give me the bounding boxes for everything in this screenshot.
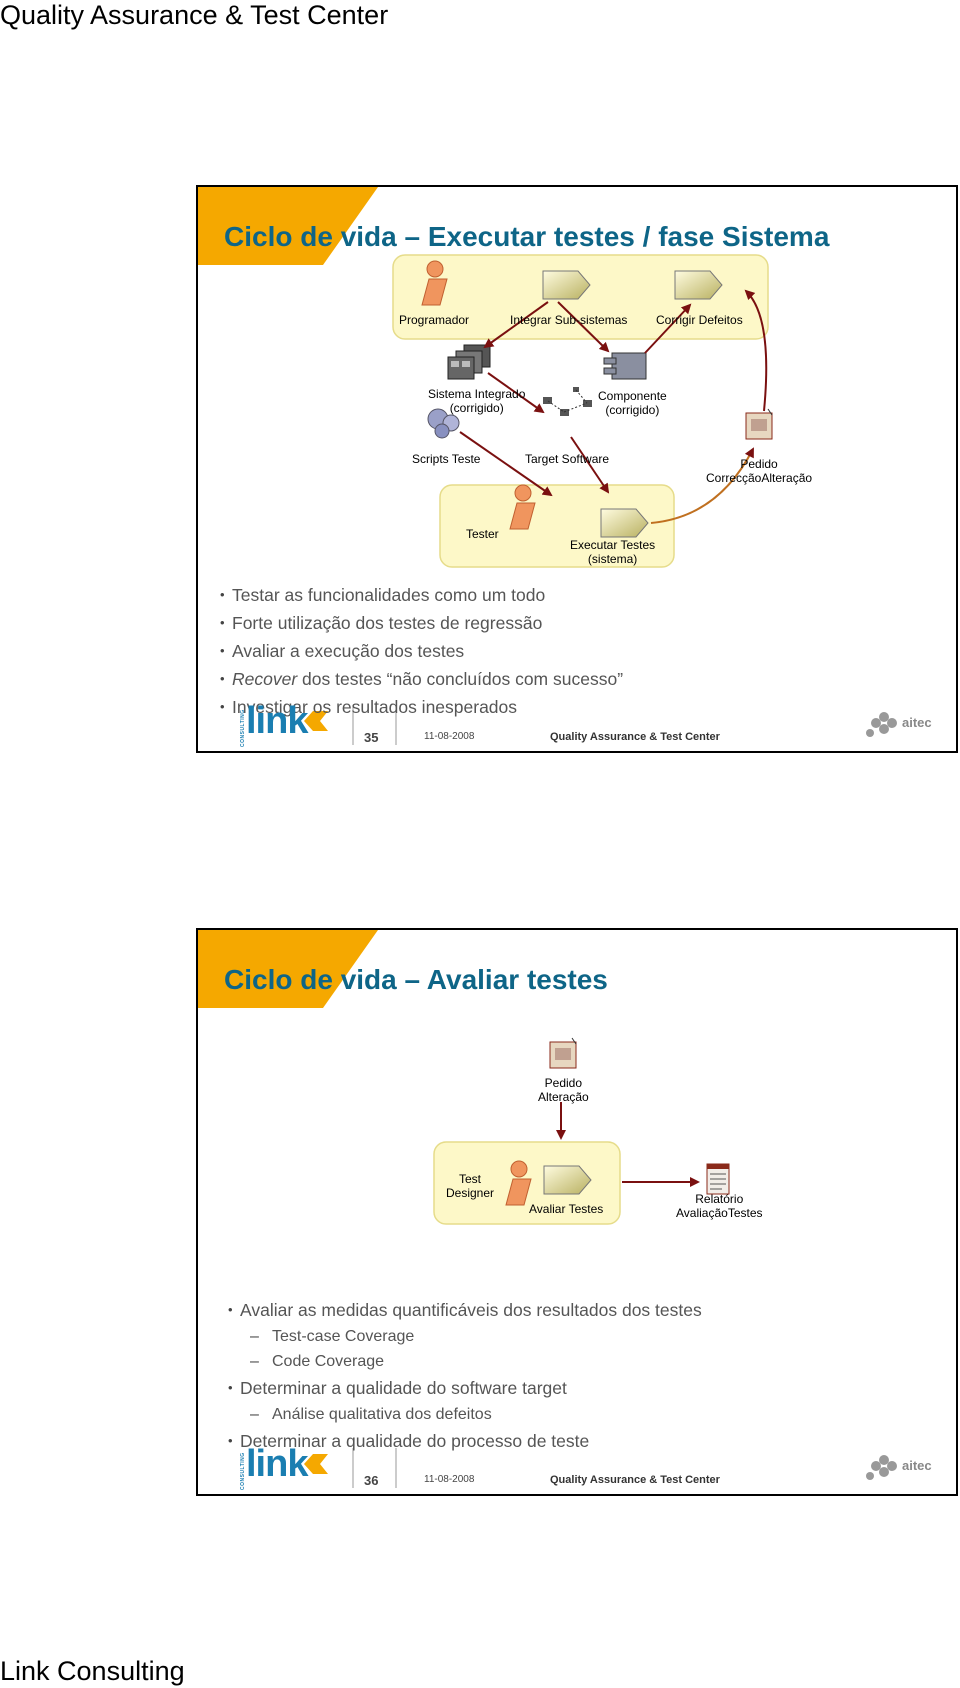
change-request-document-icon — [745, 408, 773, 440]
slide-date: 11-08-2008 — [424, 731, 475, 742]
label-integrate-subsystems: Integrar Sub-sistemas — [510, 313, 628, 327]
evaluation-report-document-icon — [706, 1163, 730, 1195]
bullet-item: Determinar a qualidade do processo de te… — [210, 1427, 702, 1455]
arrow-system-to-target — [487, 372, 545, 414]
arrow-target-to-execute — [570, 436, 610, 494]
label-tester: Tester — [466, 527, 499, 541]
label-fix-defects: Corrigir Defeitos — [656, 313, 743, 327]
title-accent-shape — [198, 930, 378, 1008]
bullet-item: Determinar a qualidade do software targe… — [210, 1374, 702, 1402]
label-integrated-system: Sistema Integrado(corrigido) — [428, 387, 526, 415]
arrow-scripts-to-execute — [459, 431, 553, 497]
label-test-scripts: Scripts Teste — [412, 452, 481, 466]
programmer-actor-icon — [421, 260, 448, 306]
page-header: Quality Assurance & Test Center — [0, 0, 389, 30]
execute-tests-activity-icon — [600, 508, 649, 538]
bullet-item: Recover dos testes “não concluídos com s… — [202, 665, 623, 693]
slide-number: 35 — [364, 730, 379, 745]
aitec-logo-mark — [866, 1455, 897, 1480]
bullet-item: Avaliar a execução dos testes — [202, 637, 623, 665]
bullet-item: Avaliar as medidas quantificáveis dos re… — [210, 1296, 702, 1324]
integrated-system-icon — [447, 344, 491, 380]
slide-footer-title: Quality Assurance & Test Center — [550, 1474, 720, 1486]
arrow-integrate-to-system — [483, 301, 549, 349]
bullet-item: Investigar os resultados inesperados — [202, 693, 623, 721]
aitec-logo-text: aitec — [902, 1458, 932, 1473]
label-target-software: Target Software — [525, 452, 610, 466]
slide-diagram-art — [198, 930, 897, 1488]
test-scripts-icon — [427, 408, 460, 439]
sub-bullet-item: Análise qualitativa dos defeitos — [210, 1402, 702, 1427]
arrow-execute-to-request — [650, 447, 754, 524]
slide-date: 11-08-2008 — [424, 1474, 475, 1485]
bullet-item: Forte utilização dos testes de regressão — [202, 609, 623, 637]
slide-title: Ciclo de vida – Avaliar testes — [224, 964, 608, 995]
label-evaluate-tests: Avaliar Testes — [529, 1202, 604, 1216]
programmer-activity-box — [392, 254, 769, 340]
change-request-document-icon — [549, 1037, 577, 1069]
aitec-logo-text: aitec — [902, 715, 932, 730]
target-software-icon — [543, 387, 592, 416]
fix-defects-activity-icon — [674, 270, 723, 300]
evaluate-tests-activity-icon — [543, 1165, 592, 1195]
tester-activity-box — [439, 484, 675, 568]
bullet-item: Testar as funcionalidades como um todo — [202, 581, 623, 609]
label-programmer: Programador — [399, 313, 470, 327]
arrow-component-to-fix — [644, 303, 692, 354]
sub-bullet-item: Code Coverage — [210, 1349, 702, 1374]
title-accent-shape — [198, 187, 378, 265]
tester-actor-icon — [509, 484, 536, 530]
aitec-logo-mark — [866, 712, 897, 737]
arrow-integrate-to-component — [557, 301, 610, 353]
label-component: Componente(corrigido) — [598, 389, 667, 417]
integrate-subsystems-activity-icon — [542, 270, 591, 300]
link-logo-arrow — [304, 1454, 328, 1474]
test-designer-actor-icon — [505, 1160, 532, 1206]
slide-35: Ciclo de vida – Executar testes / fase S… — [196, 185, 958, 753]
page-footer: Link Consulting — [0, 1656, 185, 1686]
component-icon — [603, 352, 647, 380]
slide-number: 36 — [364, 1473, 379, 1488]
arrow-request-to-fix — [744, 289, 768, 412]
slide-footer-title: Quality Assurance & Test Center — [550, 731, 720, 743]
sub-bullet-item: Test-case Coverage — [210, 1324, 702, 1349]
bullet-list: Avaliar as medidas quantificáveis dos re… — [210, 1296, 702, 1455]
slide-title: Ciclo de vida – Executar testes / fase S… — [224, 221, 830, 252]
label-execute-tests: Executar Testes(sistema) — [570, 538, 656, 566]
link-logo: link — [246, 1443, 308, 1485]
link-logo: link — [246, 700, 308, 742]
bullet-list: Testar as funcionalidades como um todo F… — [202, 581, 623, 721]
